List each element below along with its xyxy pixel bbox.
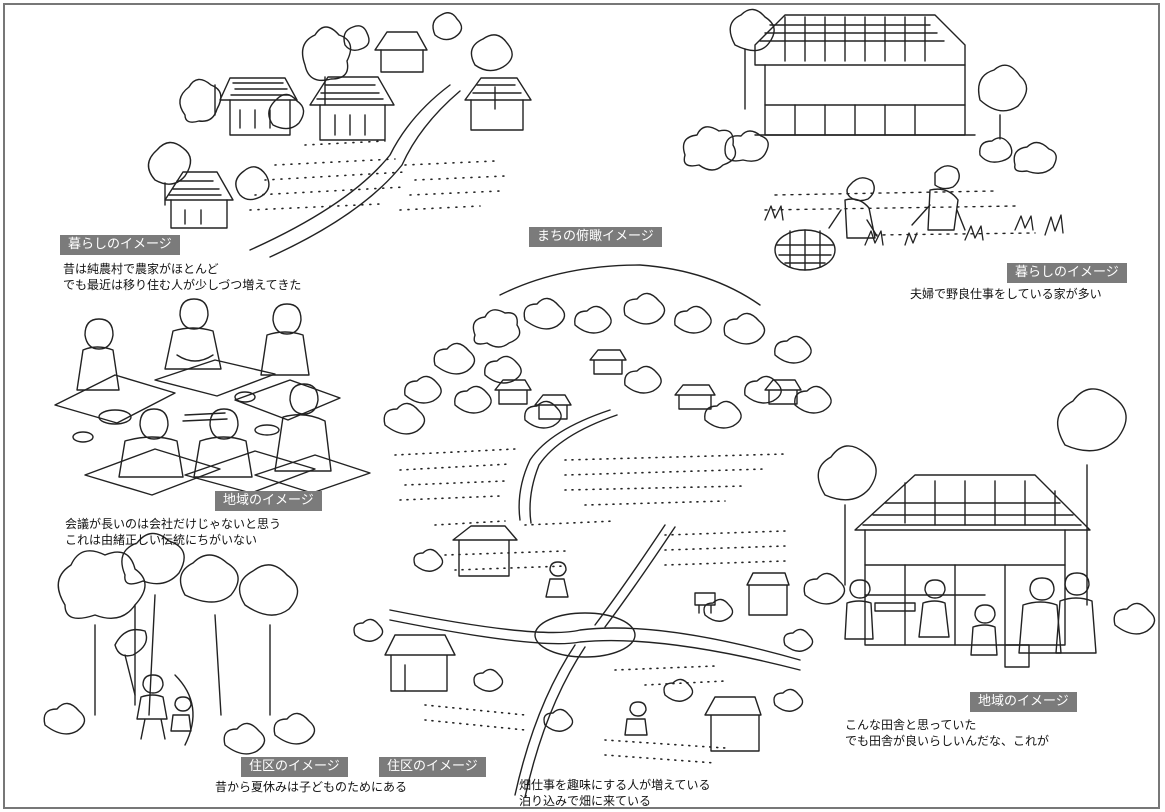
caption-line: 昔は純農村で農家がほとんど <box>63 262 219 276</box>
label-district-image-bottom-left: 住区のイメージ <box>241 757 348 777</box>
caption-top-right: 夫婦で野良仕事をしている家が多い <box>910 286 1102 302</box>
caption-bottom-left: 昔から夏休みは子どものためにある <box>215 779 407 795</box>
label-town-aerial-image: まちの俯瞰イメージ <box>529 227 662 247</box>
caption-line: 畑仕事を趣味にする人が増えている <box>519 778 711 792</box>
caption-line: でも田舎が良いらしいんだな、これが <box>845 734 1050 748</box>
illustration-frame: 暮らしのイメージ 昔は純農村で農家がほとんど でも最近は移り住む人が少しづつ増え… <box>3 3 1160 809</box>
caption-bottom-center: 畑仕事を趣味にする人が増えている 泊り込みで畑に来ている <box>519 777 711 809</box>
aerial-town-scene <box>383 264 832 571</box>
caption-top-left: 昔は純農村で農家がほとんど でも最近は移り住む人が少しづつ増えてきた <box>63 261 301 293</box>
thatched-house-scene <box>803 388 1156 668</box>
label-district-image-bottom-center: 住区のイメージ <box>379 757 486 777</box>
meeting-scene <box>54 298 371 496</box>
caption-line: 夫婦で野良仕事をしている家が多い <box>910 287 1102 301</box>
label-living-image-top-right: 暮らしのイメージ <box>1007 263 1127 283</box>
village-scene <box>147 12 532 258</box>
caption-bottom-right: こんな田舎と思っていた でも田舎が良いらしいんだな、これが <box>845 717 1049 749</box>
caption-line: 昔から夏休みは子どものためにある <box>215 780 408 794</box>
caption-middle-left: 会議が長いのは会社だけじゃないと思う これは由緒正しい伝統にちがいない <box>65 516 281 548</box>
caption-line: 泊り込みで畑に来ている <box>519 794 652 808</box>
caption-line: こんな田舎と思っていた <box>845 718 977 732</box>
caption-line: 会議が長いのは会社だけじゃないと思う <box>65 517 282 531</box>
allotment-scene <box>353 524 814 798</box>
forest-scene <box>43 532 316 755</box>
farmhouse-scene <box>682 8 1064 271</box>
label-community-image-middle: 地域のイメージ <box>215 491 322 511</box>
town-sketch-illustration <box>43 8 1156 798</box>
caption-line: これは由緒正しい伝統にちがいない <box>65 533 258 547</box>
caption-line: でも最近は移り住む人が少しづつ増えてきた <box>63 278 302 292</box>
label-living-image-top-left: 暮らしのイメージ <box>60 235 180 255</box>
label-community-image-bottom-right: 地域のイメージ <box>970 692 1077 712</box>
